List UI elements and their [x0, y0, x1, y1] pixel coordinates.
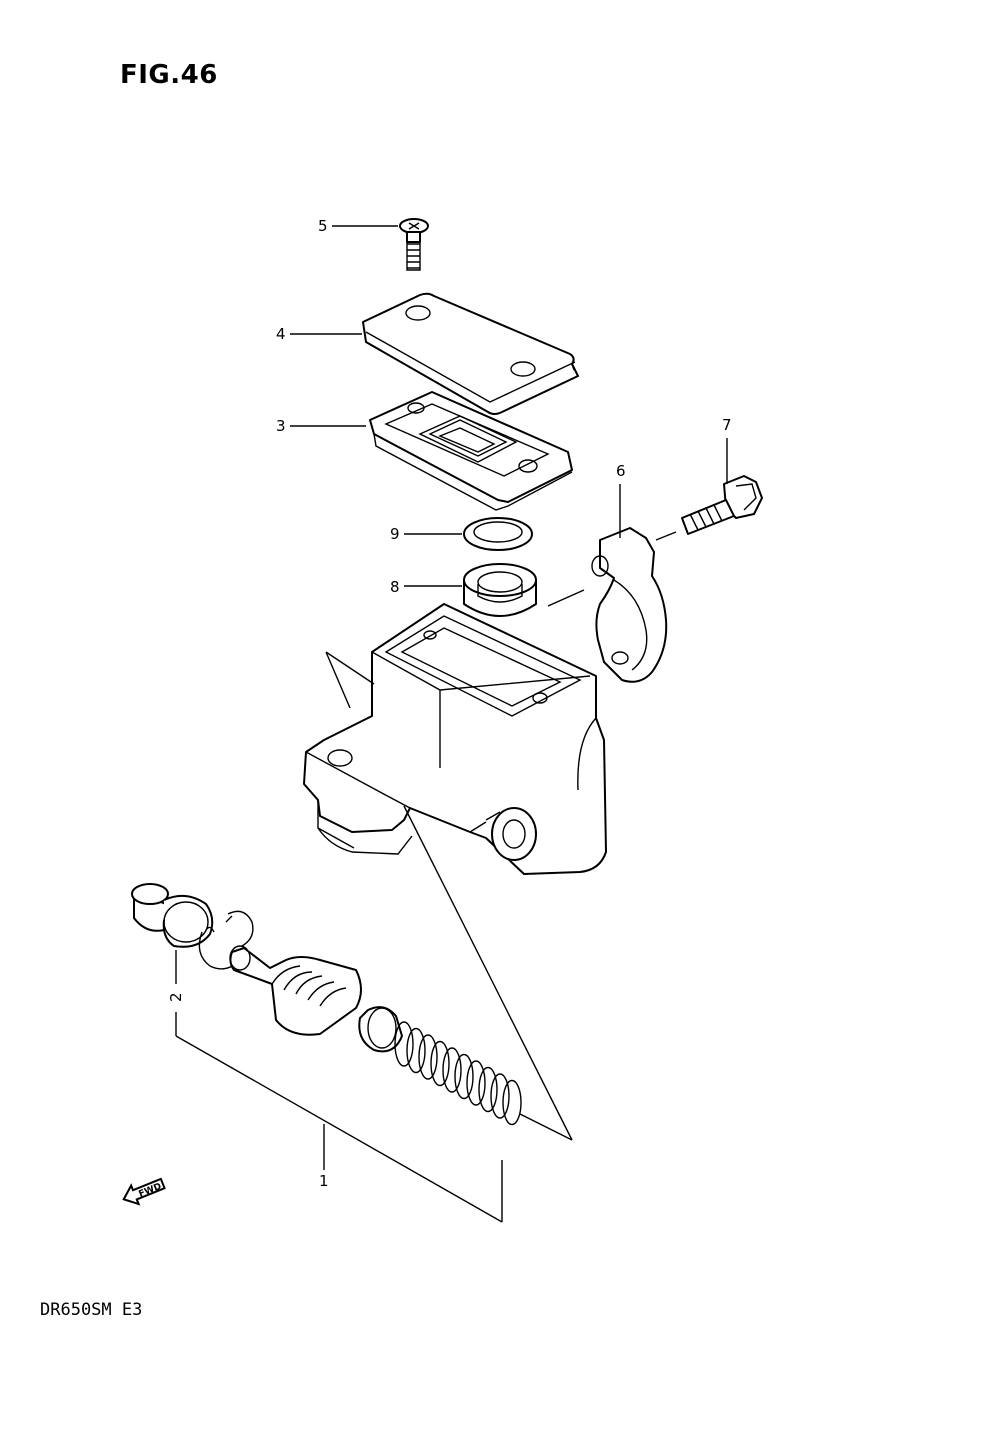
clamp-alignment-line	[547, 589, 585, 607]
guide-line-a	[325, 651, 375, 685]
spring-coil	[406, 1027, 426, 1074]
part-boot[interactable]	[463, 563, 537, 617]
part-dust-boot[interactable]	[131, 883, 214, 948]
spring-coil	[394, 1021, 414, 1067]
callout-4: 4	[276, 325, 286, 343]
part-piston[interactable]	[229, 945, 362, 1036]
master-cylinder-body[interactable]	[303, 603, 607, 875]
part-clamp[interactable]	[591, 527, 668, 683]
callout-8: 8	[390, 578, 400, 596]
spring-coil	[490, 1073, 510, 1119]
callout-3: 3	[276, 417, 286, 435]
spring-coil	[454, 1053, 474, 1100]
spring-coil	[478, 1066, 498, 1113]
part-reservoir-cap[interactable]	[362, 292, 579, 415]
fwd-arrow-icon: FWD	[122, 1177, 166, 1206]
figure-title: FIG.46	[120, 60, 218, 90]
part-screw[interactable]	[399, 218, 429, 271]
callout-1: 1	[319, 1172, 329, 1190]
spring-coil	[430, 1040, 450, 1087]
assembly-bracket	[175, 950, 503, 1223]
spring-coil	[442, 1047, 462, 1093]
fwd-label: FWD	[137, 1182, 163, 1200]
callout-9: 9	[390, 525, 400, 543]
callout-6: 6	[616, 462, 626, 480]
part-cup-seal[interactable]	[358, 1006, 403, 1053]
callout-7: 7	[722, 416, 732, 434]
spring-coil	[502, 1079, 522, 1126]
part-bolt[interactable]	[681, 475, 763, 535]
model-code: DR650SM E3	[40, 1300, 143, 1320]
guide-line-d	[519, 1113, 573, 1141]
callout-2: 2	[167, 992, 185, 1002]
part-spring[interactable]	[394, 1021, 522, 1126]
callout-5: 5	[318, 217, 328, 235]
part-diaphragm[interactable]	[369, 391, 573, 511]
guide-line-c	[403, 805, 573, 1141]
spring-coil	[418, 1034, 438, 1080]
bolt-alignment-line	[655, 531, 677, 541]
part-washer[interactable]	[463, 517, 533, 551]
spring-coil	[466, 1060, 486, 1106]
guide-line-b	[325, 651, 351, 709]
